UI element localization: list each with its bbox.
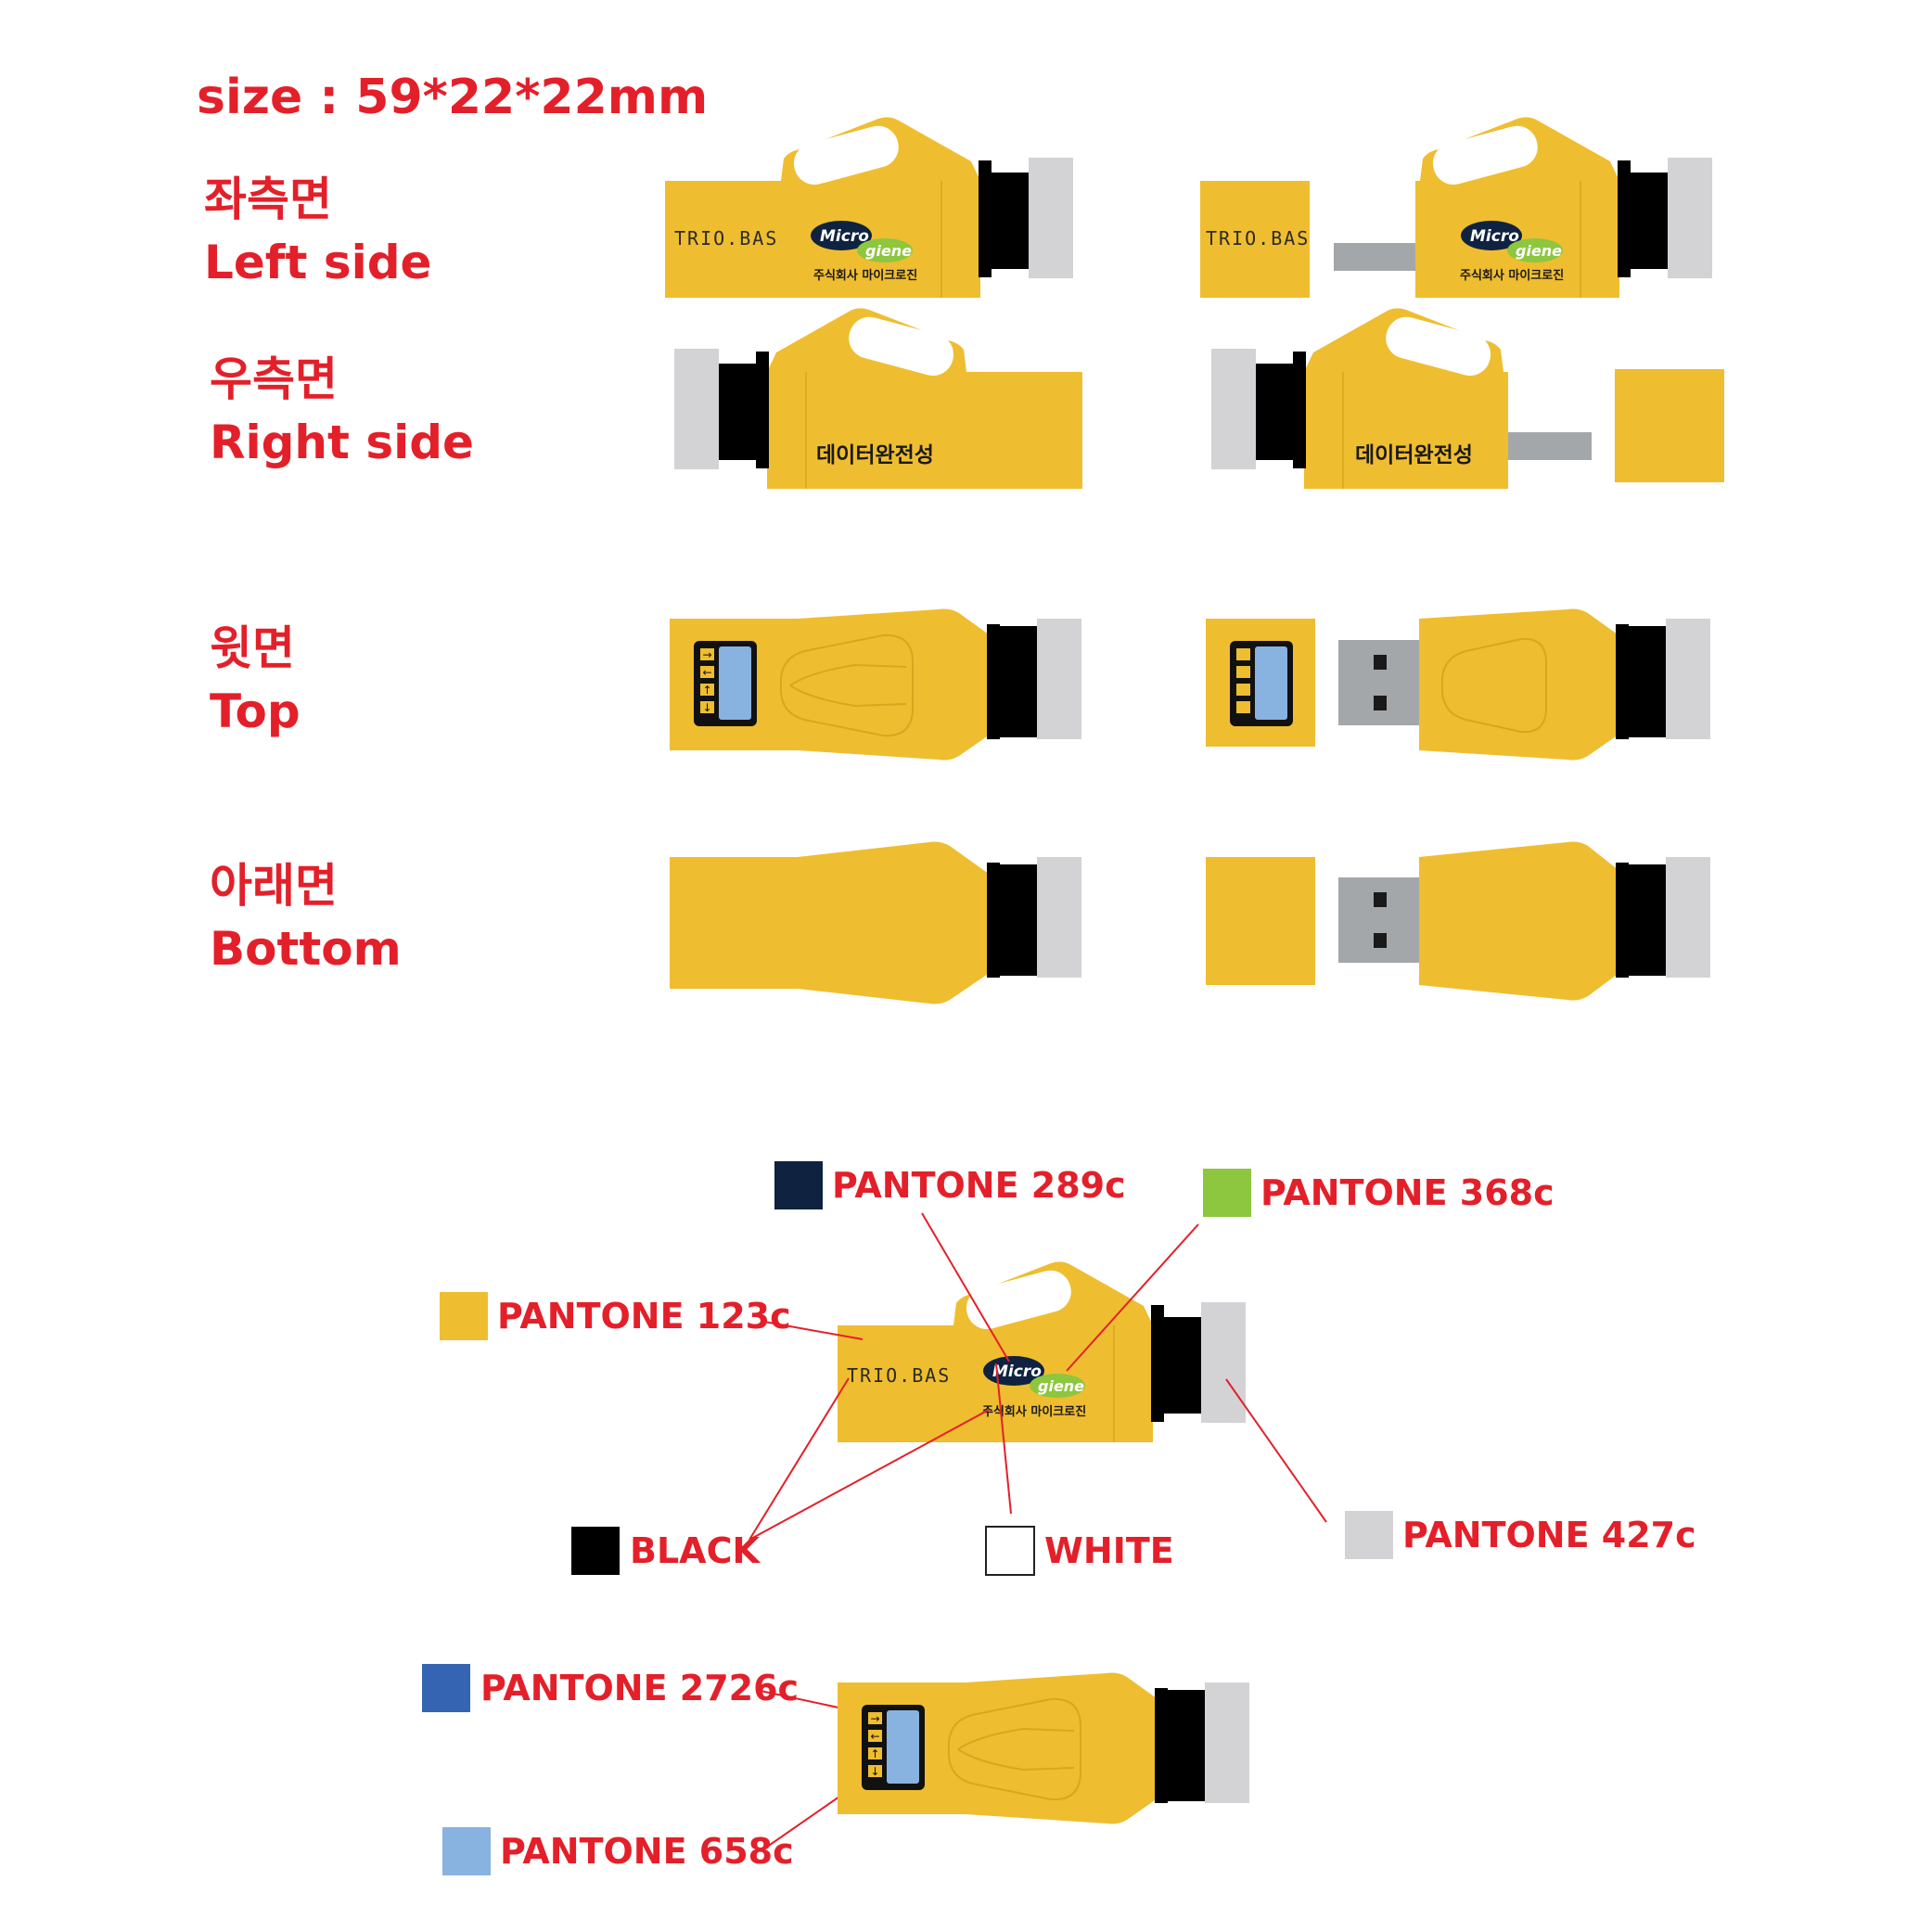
view-label-bottom-en: Bottom — [210, 922, 402, 976]
right-side-open: 데이터완전성 — [1210, 307, 1724, 490]
swatch-427c-label: PANTONE 427c — [1402, 1515, 1696, 1555]
svg-text:giene: giene — [1516, 242, 1562, 260]
usb-connector — [1508, 432, 1592, 460]
svg-text:giene: giene — [865, 242, 912, 260]
logo-oval-green — [857, 238, 913, 262]
swatch-123c-label: PANTONE 123c — [497, 1296, 791, 1337]
bottom-assembled — [670, 841, 1081, 1004]
svg-text:데이터완전성: 데이터완전성 — [1355, 443, 1473, 467]
svg-text:Micro: Micro — [820, 227, 869, 246]
right-side-text: 데이터완전성 — [816, 443, 934, 467]
svg-text:주식회사 마이크로진: 주식회사 마이크로진 — [982, 1404, 1086, 1419]
swatch-289c-label: PANTONE 289c — [832, 1165, 1126, 1206]
svg-text:주식회사 마이크로진: 주식회사 마이크로진 — [1460, 268, 1564, 283]
left-side-assembled: TRIO.BAS Micro giene 주식회사 마이크로진 — [664, 116, 1074, 299]
brand-text: TRIO.BAS — [674, 227, 778, 249]
view-label-top-en: Top — [210, 685, 301, 738]
view-label-right-ko: 우측면 — [210, 352, 338, 406]
company-text: 주식회사 마이크로진 — [813, 268, 917, 283]
svg-text:TRIO.BAS: TRIO.BAS — [847, 1364, 951, 1387]
svg-text:Micro: Micro — [1470, 227, 1519, 246]
swatch-427c — [1345, 1511, 1393, 1559]
swatch-white — [985, 1526, 1035, 1576]
swatch-368c-label: PANTONE 368c — [1260, 1172, 1555, 1213]
svg-text:Micro: Micro — [992, 1363, 1042, 1381]
top-open — [1206, 608, 1710, 761]
cap-body — [1615, 369, 1724, 482]
logo-oval-navy — [811, 221, 872, 250]
svg-text:TRIO.BAS: TRIO.BAS — [1206, 227, 1310, 249]
svg-text:giene: giene — [1038, 1377, 1084, 1395]
swatch-black-label: BLACK — [630, 1530, 761, 1571]
cap-body — [1200, 181, 1310, 298]
swatch-2726c-label: PANTONE 2726c — [480, 1668, 799, 1708]
view-label-left-en: Left side — [204, 236, 431, 289]
spec-top-device — [837, 1671, 1250, 1825]
top-assembled — [669, 608, 1082, 761]
swatch-black — [571, 1527, 620, 1575]
swatch-white-label: WHITE — [1044, 1530, 1174, 1571]
usb-connector — [1338, 640, 1422, 725]
swatch-368c — [1203, 1169, 1251, 1217]
view-label-top-ko: 윗면 — [210, 621, 295, 675]
swatch-123c — [440, 1292, 488, 1340]
bottom-open — [1206, 841, 1710, 1001]
view-label-left-ko: 좌측면 — [204, 173, 332, 226]
view-label-right-en: Right side — [210, 416, 474, 469]
view-label-bottom-ko: 아래면 — [210, 859, 338, 913]
swatch-289c — [774, 1161, 823, 1209]
usb-connector — [1338, 877, 1422, 963]
usb-connector — [1334, 243, 1428, 271]
spec-side-device: TRIO.BAS Micro giene 주식회사 마이크로진 — [837, 1260, 1247, 1443]
size-label: size : 59*22*22mm — [197, 70, 708, 125]
left-side-open: TRIO.BAS Micro giene 주식회사 마이크로진 — [1200, 116, 1713, 299]
swatch-658c — [442, 1827, 491, 1875]
swatch-658c-label: PANTONE 658c — [500, 1831, 794, 1872]
swatch-2726c — [422, 1664, 470, 1712]
